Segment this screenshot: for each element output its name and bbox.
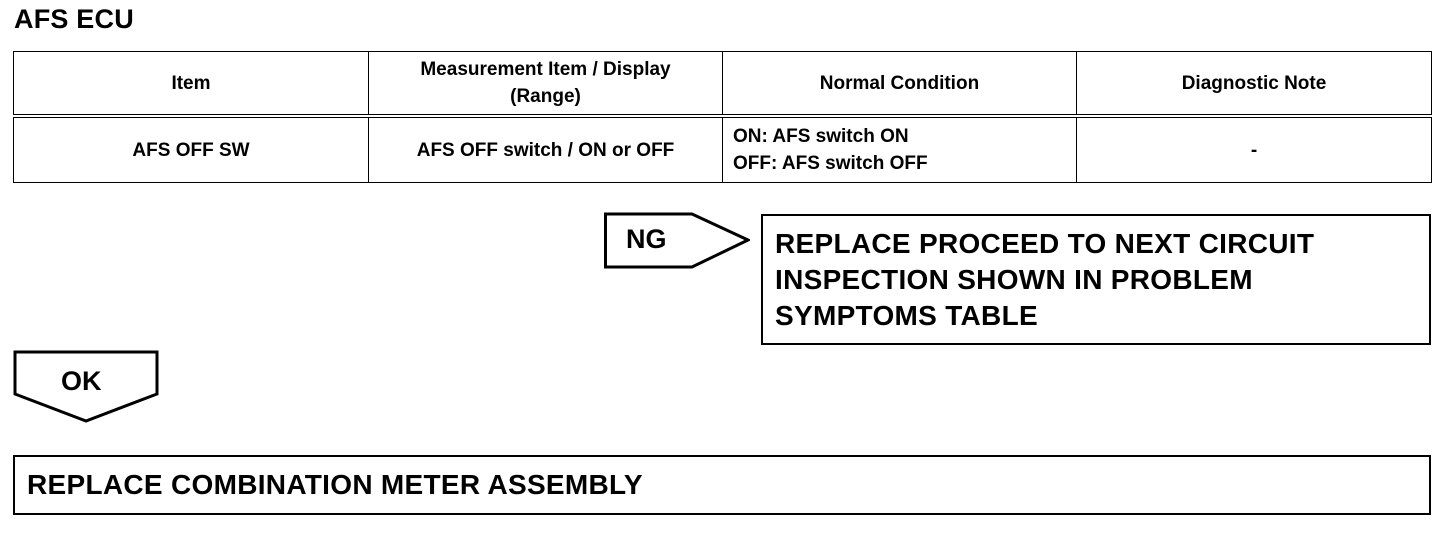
header-normal-condition: Normal Condition: [722, 51, 1077, 118]
data-list-table: Item Measurement Item / Display (Range) …: [13, 51, 1432, 183]
table-header-row: Item Measurement Item / Display (Range) …: [13, 51, 1432, 118]
ok-label: OK: [61, 366, 102, 396]
section-title: AFS ECU: [14, 4, 134, 34]
ng-arrow-tag: NG: [604, 212, 750, 270]
header-measurement: Measurement Item / Display (Range): [368, 51, 723, 118]
cell-measurement: AFS OFF switch / ON or OFF: [368, 115, 723, 183]
header-measurement-line1: Measurement Item / Display: [420, 59, 671, 80]
cell-normal-line1: ON: AFS switch ON: [733, 126, 909, 147]
header-measurement-line2: (Range): [510, 86, 581, 107]
cell-normal-line2: OFF: AFS switch OFF: [733, 153, 928, 174]
header-item: Item: [13, 51, 369, 118]
header-diagnostic-note: Diagnostic Note: [1076, 51, 1432, 118]
cell-item: AFS OFF SW: [13, 115, 369, 183]
cell-diagnostic-note: -: [1076, 115, 1432, 183]
table-row: AFS OFF SW AFS OFF switch / ON or OFF ON…: [13, 115, 1432, 183]
ng-result-line3: SYMPTOMS TABLE: [775, 300, 1038, 331]
ok-arrow-shape: [13, 350, 159, 423]
cell-normal-condition: ON: AFS switch ON OFF: AFS switch OFF: [722, 115, 1077, 183]
ok-result-box: REPLACE COMBINATION METER ASSEMBLY: [13, 455, 1431, 515]
ok-arrow-tag: OK: [13, 350, 159, 424]
ng-result-box: REPLACE PROCEED TO NEXT CIRCUIT INSPECTI…: [761, 214, 1431, 345]
ng-result-line1: REPLACE PROCEED TO NEXT CIRCUIT: [775, 228, 1315, 259]
ng-result-line2: INSPECTION SHOWN IN PROBLEM: [775, 264, 1253, 295]
ng-arrow-shape: [604, 212, 750, 269]
ng-label: NG: [626, 224, 667, 254]
